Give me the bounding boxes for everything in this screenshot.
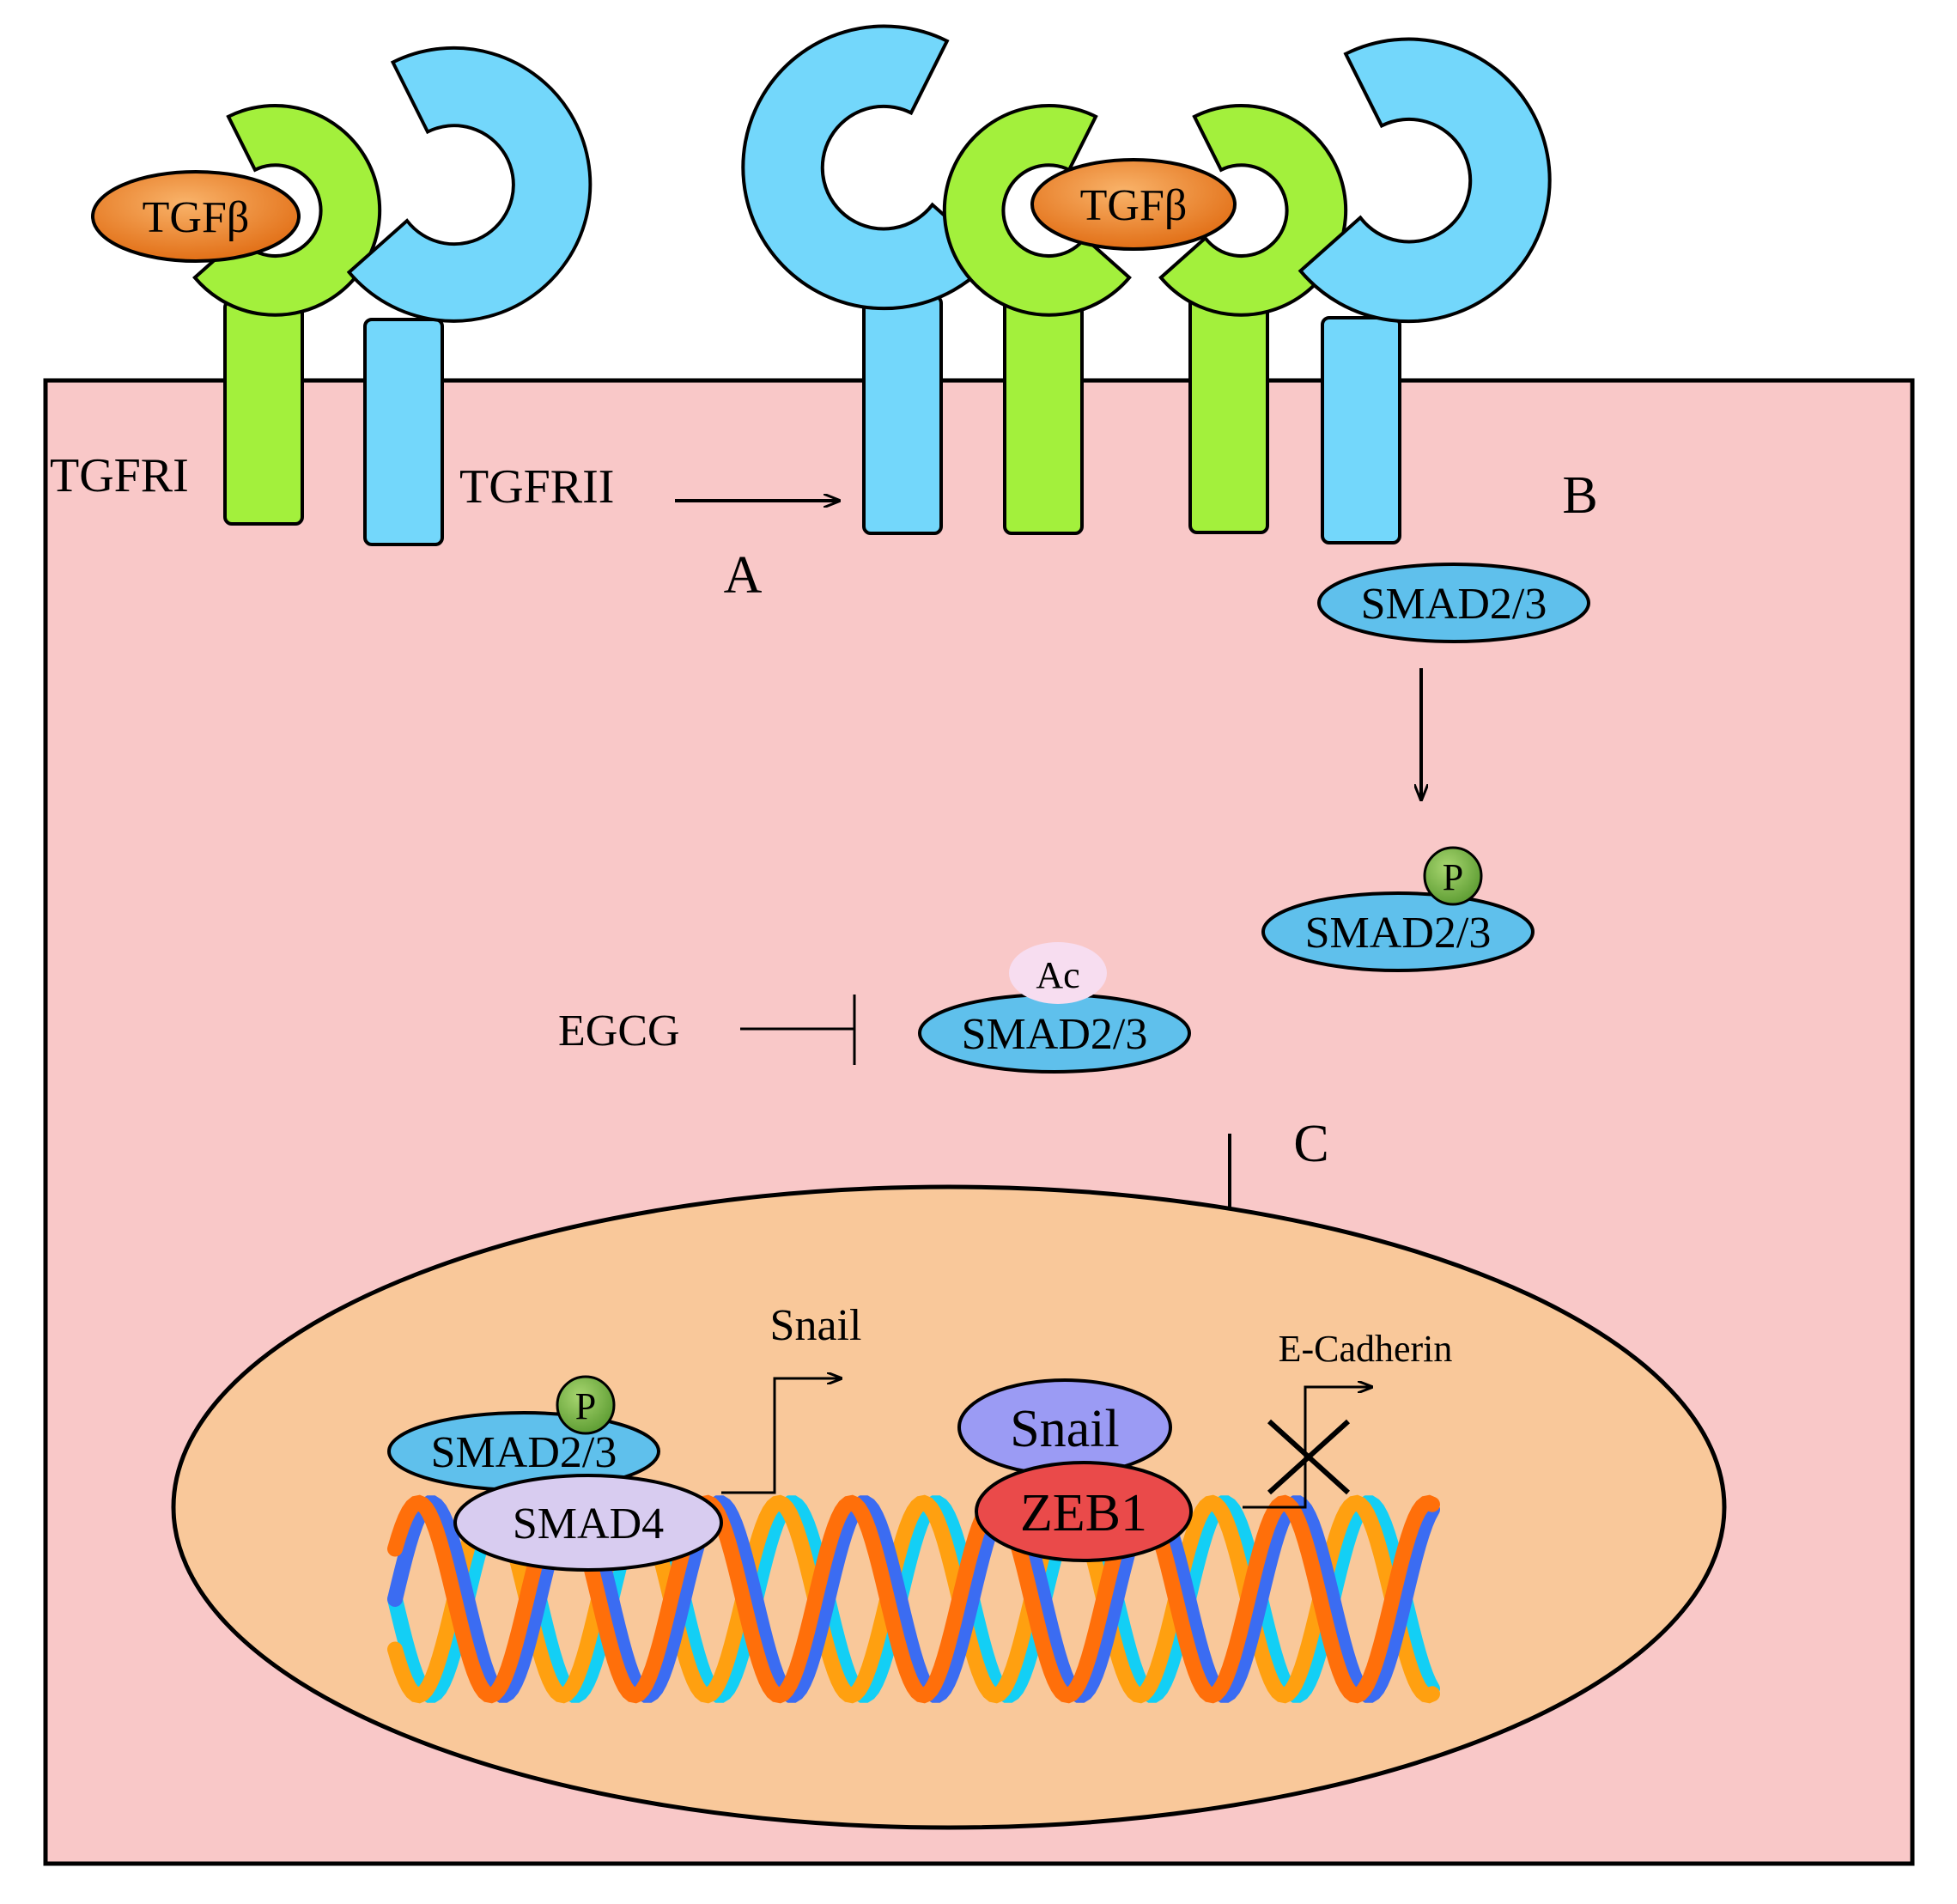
smad23-nuclear-label: SMAD2/3 — [431, 1428, 617, 1477]
phospho-group-nucleus — [556, 1375, 616, 1435]
tgfri-stalk-1 — [1003, 295, 1084, 535]
tgfb-ligand-left — [91, 170, 301, 263]
tgfri-head-1 — [942, 103, 1132, 317]
tgfrii-stalk-2 — [1321, 316, 1401, 544]
ecadherin-transcription-arrow — [1243, 1387, 1372, 1509]
snail-protein-label: Snail — [1010, 1400, 1119, 1458]
acetyl-group — [1009, 942, 1107, 1004]
smad23-acetylated-label: SMAD2/3 — [962, 1010, 1148, 1059]
egcg-label: EGCG — [558, 1007, 680, 1055]
receptor-complex-active: TGFβ — [741, 24, 1552, 544]
tgfb-ligand-left-label: TGFβ — [143, 193, 250, 242]
dna-strand-amber — [387, 1494, 1440, 1704]
phospho-group-nucleus-label: P — [575, 1385, 596, 1427]
tgfrii-label: TGFRII — [459, 460, 614, 514]
tgfb-ligand-right — [1030, 158, 1237, 251]
phospho-group-cytoplasm-label: P — [1443, 856, 1463, 898]
tgfri-stalk-2 — [1188, 295, 1269, 534]
tgfb-ligand-right-label: TGFβ — [1080, 181, 1188, 230]
smad4 — [453, 1474, 723, 1572]
step-c-label: C — [1293, 1115, 1328, 1173]
tgfrii-stalk-left — [363, 318, 444, 546]
smad23-inactive — [1317, 563, 1590, 643]
tgfrii-head-2 — [1298, 37, 1552, 324]
zeb1 — [975, 1461, 1193, 1562]
step-b-label: B — [1562, 466, 1597, 525]
tgfri-head-left — [192, 103, 382, 317]
acetyl-group-label: Ac — [1036, 954, 1079, 996]
transcription-blocked-cross — [1267, 1419, 1351, 1495]
tgfri-stalk-left — [223, 299, 304, 526]
smad23-phosphorylated — [1261, 891, 1535, 972]
tgfrii-head-left — [346, 46, 593, 323]
tgfrii-stalk-1 — [862, 295, 943, 535]
snail-transcription-arrow — [721, 1378, 842, 1494]
step-a-label: A — [724, 546, 763, 605]
tgfri-label: TGFRI — [50, 449, 189, 502]
smad4-label: SMAD4 — [513, 1499, 664, 1548]
receptor-pair-inactive: TGFβ — [91, 46, 593, 546]
smad23-inactive-label: SMAD2/3 — [1361, 580, 1547, 629]
snail-gene-label: Snail — [770, 1301, 862, 1350]
zeb1-label: ZEB1 — [1020, 1484, 1147, 1542]
phospho-group-cytoplasm — [1423, 846, 1483, 906]
tgfri-head-2 — [1158, 103, 1348, 317]
ecadherin-gene-label: E-Cadherin — [1279, 1328, 1453, 1370]
tgfrii-head-1 — [741, 24, 995, 311]
smad23-phosphorylated-label: SMAD2/3 — [1305, 909, 1492, 958]
